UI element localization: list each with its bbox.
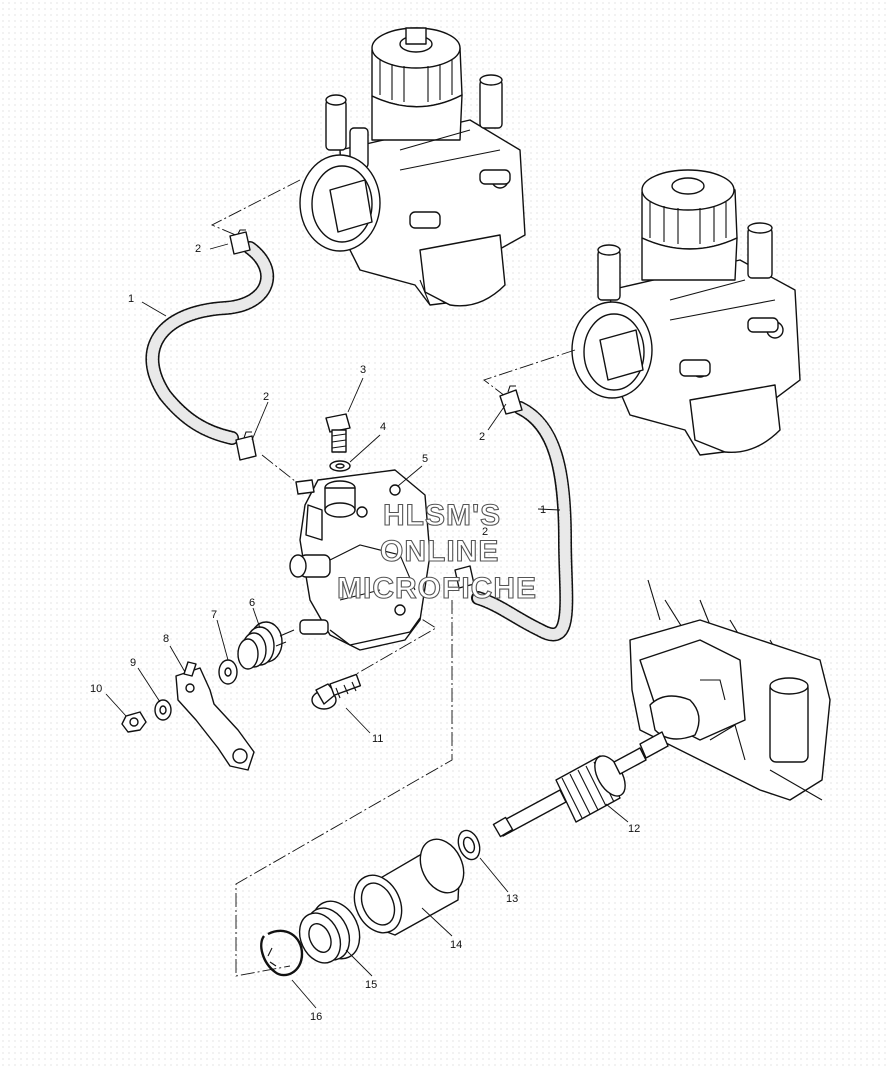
callout-2-right: 2 [479, 431, 485, 443]
callout-6: 6 [249, 597, 255, 609]
callout-2-top: 2 [195, 243, 201, 255]
leader-lines [105, 243, 629, 1009]
hose-clamp-body [454, 565, 475, 589]
carburetor-upper [299, 27, 526, 307]
callout-7: 7 [211, 609, 217, 621]
hose-right [471, 401, 574, 642]
bushing-15 [298, 900, 361, 964]
callout-15: 15 [365, 979, 377, 991]
washer-7 [218, 659, 238, 685]
washer-9 [154, 699, 172, 721]
engine-case [629, 579, 831, 801]
banjo-bolt [325, 413, 351, 453]
callout-14: 14 [450, 939, 462, 951]
hose-clamp-mid [235, 431, 257, 461]
callout-12: 12 [628, 823, 640, 835]
callout-11: 11 [372, 733, 383, 745]
oil-pump [289, 469, 431, 651]
callout-16: 16 [310, 1011, 322, 1023]
callout-2-mid: 2 [263, 391, 269, 403]
washer-13 [457, 829, 481, 861]
control-lever [175, 661, 255, 771]
carburetor-lower [571, 169, 801, 456]
callout-2-body: 2 [482, 526, 488, 538]
callout-5: 5 [422, 453, 428, 465]
bolt-11 [311, 673, 362, 710]
hose-clamp-right [499, 385, 523, 415]
nut-10 [121, 711, 147, 733]
hose-clamp-top [229, 229, 251, 255]
callout-9: 9 [130, 657, 136, 669]
callouts: 1 2 2 3 4 5 2 1 2 6 7 8 9 10 11 12 13 14… [90, 243, 640, 1023]
callout-1-right: 1 [540, 504, 546, 516]
watermark: HLSM'S ONLINE MICROFICHE [336, 498, 537, 605]
watermark-line-1: HLSM'S [383, 499, 501, 532]
circlip-16 [260, 929, 304, 977]
callout-3: 3 [360, 364, 366, 376]
callout-1-left: 1 [128, 293, 134, 305]
watermark-line-2: ONLINE [380, 535, 499, 568]
callout-4: 4 [380, 421, 386, 433]
return-spring [237, 621, 295, 670]
callout-8: 8 [163, 633, 169, 645]
sleeve-14 [353, 838, 465, 936]
sealing-washer [329, 460, 351, 472]
drive-gear-shaft [492, 731, 669, 838]
callout-10: 10 [90, 683, 102, 695]
callout-13: 13 [506, 893, 518, 905]
watermark-line-3: MICROFICHE [337, 572, 537, 605]
hose-left [145, 241, 275, 445]
